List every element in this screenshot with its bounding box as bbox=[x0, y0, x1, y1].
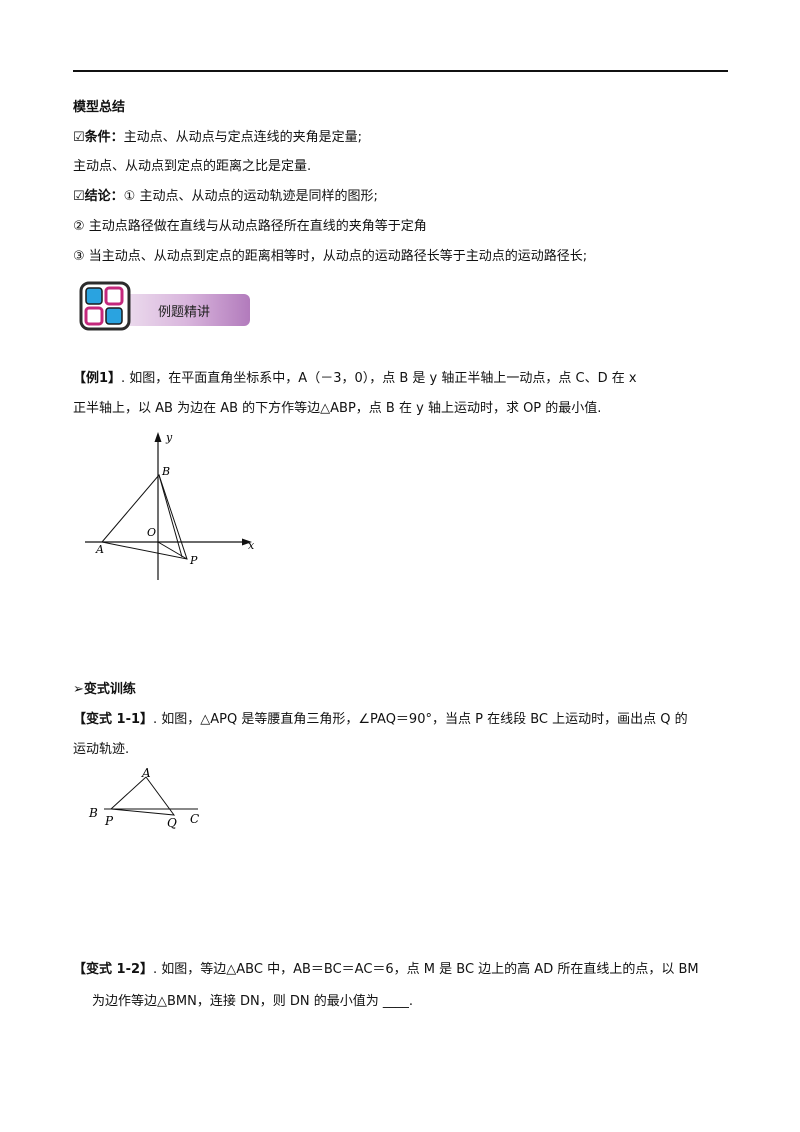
fig2-label-a: A bbox=[141, 766, 151, 780]
variant1-figure: A B P Q C bbox=[88, 766, 199, 829]
variant1-text-1: . 如图，△APQ 是等腰直角三角形，∠PAQ＝90°，当点 P 在线段 BC … bbox=[153, 712, 688, 727]
variant1-line-1: 【变式 1-1】. 如图，△APQ 是等腰直角三角形，∠PAQ＝90°，当点 P… bbox=[73, 711, 688, 729]
example1-text-1: . 如图，在平面直角坐标系中，A（－3，0），点 B 是 y 轴正半轴上一动点，… bbox=[121, 371, 637, 386]
fig1-label-a: A bbox=[95, 543, 104, 556]
blocks-icon bbox=[79, 281, 131, 331]
banner-bar bbox=[108, 294, 250, 326]
training-heading: ➢变式训练 bbox=[73, 682, 136, 697]
banner-label: 例题精讲 bbox=[158, 305, 211, 320]
fig1-label-o: O bbox=[147, 526, 156, 539]
condition-text: 主动点、从动点与定点连线的夹角是定量; bbox=[123, 130, 363, 145]
summary-heading: 模型总结 bbox=[73, 100, 126, 115]
conclusion-line: ☑结论：① 主动点、从动点的运动轨迹是同样的图形; bbox=[73, 188, 378, 206]
example1-line-2: 正半轴上，以 AB 为边在 AB 的下方作等边△ABP，点 B 在 y 轴上运动… bbox=[73, 401, 602, 416]
conclusion-item-1: ① 主动点、从动点的运动轨迹是同样的图形; bbox=[123, 189, 378, 204]
fig1-label-y: y bbox=[165, 431, 173, 444]
example1-figure: y B O x A P bbox=[85, 431, 255, 580]
condition-label: ☑条件： bbox=[73, 130, 124, 145]
fig1-label-p: P bbox=[189, 554, 198, 567]
example-banner: 例题精讲 bbox=[78, 280, 250, 332]
conclusion-item-2: ② 主动点路径做在直线与从动点路径所在直线的夹角等于定角 bbox=[73, 219, 427, 234]
variant1-tag: 【变式 1-1】 bbox=[73, 712, 154, 727]
fig1-label-x: x bbox=[248, 539, 255, 552]
variant2-line-2: 为边作等边△BMN，连接 DN，则 DN 的最小值为 ____. bbox=[92, 994, 413, 1009]
fig2-label-c: C bbox=[190, 812, 199, 826]
fig2-label-p: P bbox=[104, 814, 114, 828]
conclusion-label: ☑结论： bbox=[73, 189, 124, 204]
conclusion-item-3: ③ 当主动点、从动点到定点的距离相等时，从动点的运动路径长等于主动点的运动路径长… bbox=[73, 249, 588, 264]
variant2-text-1: . 如图，等边△ABC 中，AB＝BC＝AC＝6，点 M 是 BC 边上的高 A… bbox=[153, 962, 699, 977]
example1-tag: 【例1】 bbox=[73, 371, 122, 386]
variant2-tag: 【变式 1-2】 bbox=[73, 962, 154, 977]
condition-line: ☑条件：主动点、从动点与定点连线的夹角是定量; bbox=[73, 129, 362, 147]
example1-line-1: 【例1】. 如图，在平面直角坐标系中，A（－3，0），点 B 是 y 轴正半轴上… bbox=[73, 370, 637, 388]
condition-line-2: 主动点、从动点到定点的距离之比是定量. bbox=[73, 159, 312, 174]
fig2-label-b: B bbox=[88, 806, 98, 820]
header-rule bbox=[73, 70, 728, 72]
variant2-line-1: 【变式 1-2】. 如图，等边△ABC 中，AB＝BC＝AC＝6，点 M 是 B… bbox=[73, 961, 699, 979]
fig2-label-q: Q bbox=[167, 816, 177, 829]
variant1-line-2: 运动轨迹. bbox=[73, 742, 130, 757]
fig1-label-b: B bbox=[161, 465, 170, 478]
